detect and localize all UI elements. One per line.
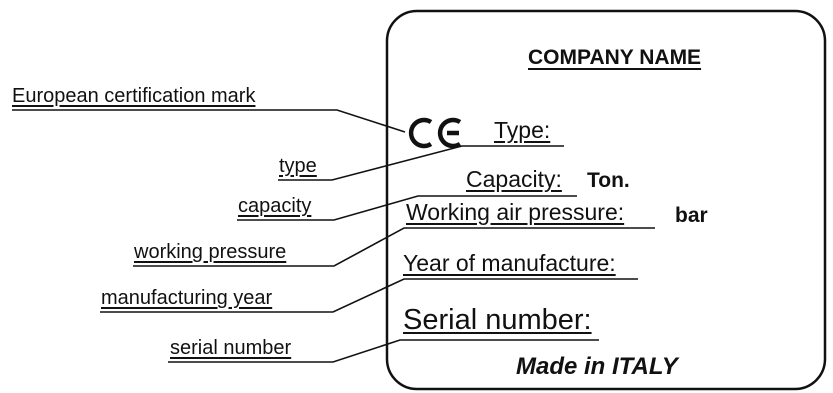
leader-line-year	[100, 278, 638, 313]
callout-european-certification-mark: European certification mark	[12, 85, 256, 107]
pressure-unit: bar	[675, 204, 708, 227]
type-label: Type:	[494, 117, 551, 143]
serial-number-label: Serial number:	[403, 304, 592, 336]
callout-manufacturing-year: manufacturing year	[101, 287, 273, 309]
year-of-manufacture-label: Year of manufacture:	[403, 250, 616, 276]
callout-serial-number: serial number	[170, 337, 292, 359]
callout-working-pressure: working pressure	[134, 241, 287, 263]
company-name: COMPANY NAME	[528, 46, 702, 69]
nameplate-border	[385, 9, 827, 391]
leader-line-type	[278, 145, 564, 181]
leader-line-pressure	[133, 227, 655, 267]
made-in-label: Made in ITALY	[516, 353, 678, 380]
callout-capacity: capacity	[238, 195, 312, 217]
callout-type: type	[279, 155, 317, 177]
capacity-label: Capacity:	[466, 166, 562, 192]
leader-line-capacity	[237, 195, 577, 221]
leader-line-ce	[12, 109, 406, 133]
working-air-pressure-label: Working air pressure:	[406, 199, 625, 225]
ce-mark-icon	[408, 117, 462, 149]
leader-line-serial	[168, 339, 599, 363]
capacity-unit: Ton.	[587, 169, 630, 192]
